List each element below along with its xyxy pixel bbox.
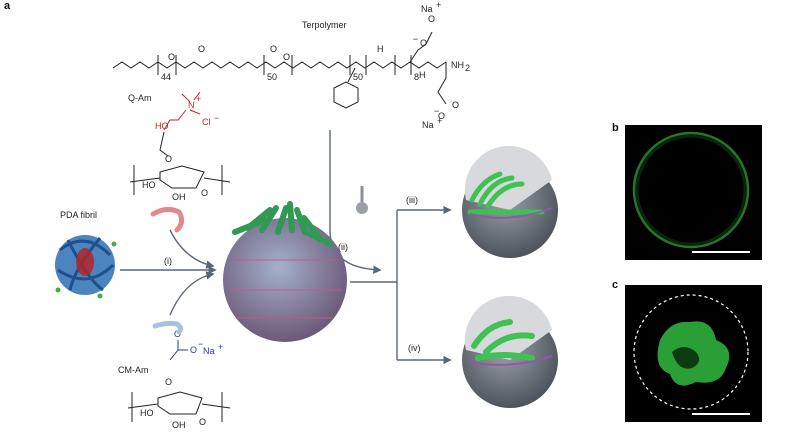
step-iv-label: (iv) (408, 343, 421, 353)
nh2: NH (451, 60, 464, 70)
oxygen-1: O (168, 52, 175, 62)
na-bottom-plus: + (437, 116, 442, 126)
oxygen-5: O (428, 14, 435, 24)
central-coacervate (223, 201, 347, 342)
micrograph-b (625, 125, 762, 260)
micrograph-c (625, 285, 762, 422)
nh-2: H (419, 70, 426, 80)
oxide-bottom: O (438, 111, 445, 121)
oxygen-6: O (452, 100, 459, 110)
nh-1: H (377, 44, 384, 54)
q-am-ring-o: O (201, 188, 208, 198)
terpolymer-label: Terpolymer (302, 20, 347, 30)
step-ii-label: (ii) (338, 242, 348, 252)
panel-label-c: c (612, 279, 618, 291)
n-plus: N (188, 100, 195, 110)
protocell-iii (462, 145, 558, 258)
na-top-plus: + (436, 0, 441, 10)
sub-44: 44 (161, 72, 171, 82)
protocell-iv (462, 295, 558, 408)
cm-am-label: CM-Am (118, 365, 149, 375)
minus-bottom: − (434, 106, 439, 116)
na-blue-plus: + (218, 342, 223, 352)
pda-fibril-label: PDA fibril (60, 210, 97, 220)
sub-50b: 50 (353, 72, 363, 82)
q-am-icon (150, 206, 185, 233)
q-am-o: O (165, 154, 172, 164)
q-am-structure: N + Cl − HO O HO OH O (129, 91, 231, 202)
nh2-sub: 2 (465, 63, 470, 73)
q-am-ho: HO (142, 180, 156, 190)
q-am-label: Q-Am (128, 93, 152, 103)
cl-minus-sign: − (214, 113, 219, 123)
ho-red: HO (155, 121, 169, 131)
terpolymer-structure: 44 50 50 8 O O O O H H O O Na + − NH 2 O… (112, 0, 470, 130)
cm-am-ring-o: O (199, 417, 206, 427)
q-am-oh: OH (172, 192, 186, 202)
n-plus-sign: + (196, 94, 201, 104)
arrow-cm-am (169, 271, 215, 316)
na-top: Na (421, 4, 433, 14)
minus-top: − (413, 34, 418, 44)
cm-am-ho: HO (140, 408, 154, 418)
cm-am-minus: − (198, 339, 203, 349)
oxide-top: O (420, 38, 427, 48)
na-bottom: Na (422, 120, 434, 130)
cm-am-oh: OH (172, 420, 186, 430)
cl-minus: Cl (202, 117, 211, 127)
sub-50a: 50 (267, 72, 277, 82)
cm-am-structure: O O − Na + O HO OH O (127, 329, 231, 430)
cm-am-icon (152, 320, 184, 335)
oxygen-2: O (198, 44, 205, 54)
panel-label-a: a (4, 0, 11, 12)
arrow-q-am (169, 229, 215, 269)
step-iii-label: (iii) (406, 195, 418, 205)
pda-fibril-illustration (55, 235, 117, 299)
oxygen-3: O (270, 44, 277, 54)
sub-8: 8 (414, 72, 419, 82)
panel-label-b: b (612, 122, 619, 134)
cm-am-o3: O (165, 377, 172, 387)
cm-am-o2: O (190, 345, 197, 355)
terpolymer-icon (356, 186, 368, 214)
oxygen-4: O (283, 52, 290, 62)
step-i-label: (i) (164, 256, 172, 266)
na-blue: Na (203, 346, 215, 356)
